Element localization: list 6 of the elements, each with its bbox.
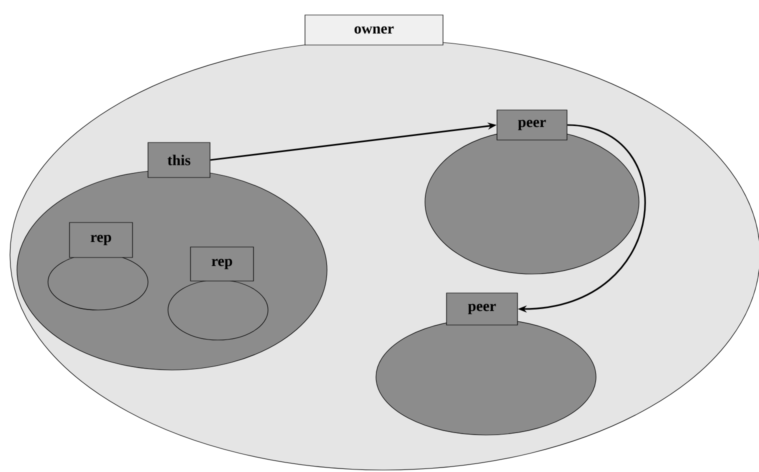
- label-box: peer: [496, 110, 568, 140]
- label-box: peer: [446, 292, 518, 326]
- label-box: this: [148, 142, 210, 178]
- label-box: owner: [304, 14, 444, 46]
- label-box: rep: [69, 222, 133, 258]
- label-box: rep: [190, 246, 254, 282]
